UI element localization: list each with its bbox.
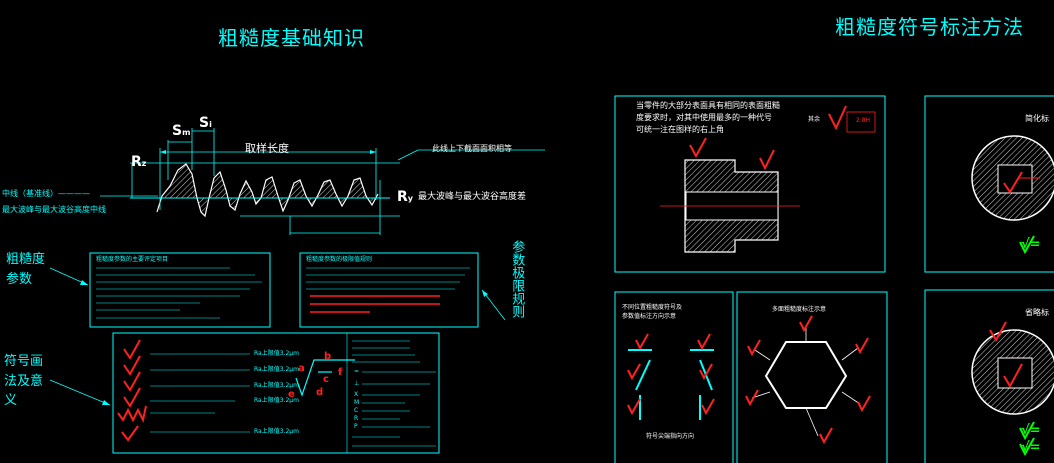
symbol-row-1: Ra上限值3.2μm [254,350,299,357]
mean-line-label: 中线（基准线）———— [2,189,90,198]
sampling-length-label: 取样长度 [245,142,289,155]
symbol-red-icons [117,339,147,442]
code-r: R [354,415,359,422]
code-eq: = [354,368,360,375]
green-eq-3: √= [1021,440,1041,455]
symbol-row-5: Ra上限值3.2μm [254,428,299,435]
hexagon-red-symbols [745,315,871,445]
hexagon-box [736,291,888,463]
other-label: 其余 [808,116,821,123]
code-lines [352,340,436,447]
code-p: P [354,423,358,430]
formula-e: e [288,389,295,400]
note-line-3: 可统一注在图样的右上角 [636,125,724,134]
symbol-row-4: Ra上限值3.2μm [254,397,299,404]
limit-box [299,252,479,328]
ry-text: 最大波峰与最大波谷高度差 [418,192,527,202]
left-title: 粗糙度基础知识 [218,26,365,50]
hexagon-heading: 多面粗糙度标注示意 [772,306,827,313]
profile-hatch-area [160,165,376,215]
right-title: 粗糙度符号标注方法 [835,15,1024,39]
params-text-lines [96,267,262,319]
sm-label: Sm [172,123,191,139]
params-box [89,252,271,328]
rz-label: Rz [131,154,147,170]
direction-box [614,291,734,463]
omitted-label: 省略标 [1025,308,1049,317]
roughness-profile [100,128,545,235]
formula-d: d [316,387,324,398]
part-drawing-box [614,95,886,273]
formula-b: b [324,351,332,362]
symbol-row-2: Ra上限值3.2μm [254,366,299,373]
note-red-symbols [689,105,847,171]
formula-f: f [338,367,343,378]
params-side-label: 粗糙度参数 [6,252,46,287]
simplified-box [924,95,1054,273]
hexagon-leaders [751,328,861,437]
direction-red-symbols [627,333,715,416]
si-label: Si [199,115,212,131]
area-equal-label: 此线上下截面面积相等 [432,144,512,153]
shaft-part [660,159,800,253]
symbol-side-label: 符号画法及意义 [4,354,44,408]
params-box-heading: 粗糙度参数的主要评定项目 [96,256,169,263]
formula-symbol [295,359,355,397]
hexagon [764,341,848,409]
code-m: M [354,399,360,406]
note-line-1: 当零件的大部分表面具有相同的表面粗糙 [636,101,780,110]
code-x: X [354,391,359,398]
limit-red-examples [310,295,440,313]
limit-box-heading: 粗糙度参数的极限值规则 [306,256,373,263]
code-c: C [354,407,359,414]
symbol-arrow [49,379,111,406]
code-perp: ⊥ [354,380,360,387]
direction-footer: 符号尖端指向方向 [646,433,695,440]
green-symbols [1019,235,1035,457]
symbol-rows-lines [150,353,250,433]
profile-curve [156,163,379,218]
limit-text-lines [306,267,470,290]
symbol-box [112,332,440,454]
direction-marks [628,349,714,420]
direction-heading-2: 参数值标注方向示意 [622,313,677,320]
formula-c: c [323,374,329,385]
limit-side-label: 参数极限规则 [509,240,525,318]
symbol-row-3: Ra上限值3.2μm [254,382,299,389]
green-eq-1: √= [1021,237,1041,252]
simplified-label: 简化标 [1025,114,1049,123]
ry-label: Ry [397,189,413,205]
max-peak-valley-left-label: 最大波峰与最大波谷高度中线 [2,205,106,214]
height-label: 2.8H [856,117,871,124]
direction-heading-1: 不同位置粗糙度符号及 [622,304,683,311]
omitted-box [924,289,1054,463]
note-line-2: 度要求时，对其中使用最多的一种代号 [636,113,772,122]
formula-a: a [298,363,305,374]
green-eq-2: √= [1021,423,1041,438]
